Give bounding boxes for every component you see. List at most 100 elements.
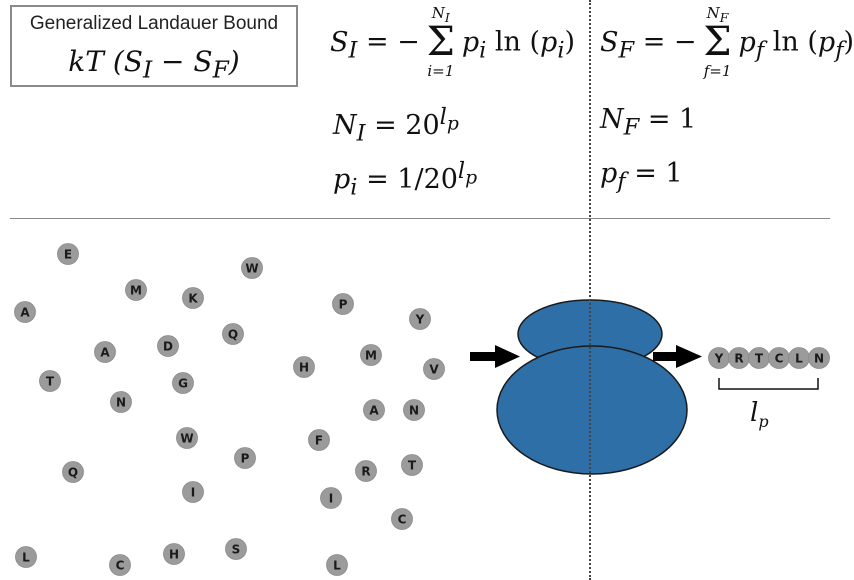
chain-length-label: lp <box>750 398 769 431</box>
free-residue: K <box>182 287 204 309</box>
residue-letter: Y <box>415 313 425 327</box>
residue-letter: N <box>116 396 126 410</box>
chain-residue: T <box>748 347 770 369</box>
residue-letter: T <box>408 459 417 473</box>
residue-letter: N <box>409 404 419 418</box>
free-amino-acids: E W M K P A Y Q D A M H V T G N A N W F P T Q R I I C S H L C L <box>14 243 445 576</box>
residue-letter: V <box>429 363 439 377</box>
free-residue: D <box>157 335 179 357</box>
residue-letter: L <box>333 559 341 573</box>
free-residue: A <box>363 399 385 421</box>
ribosome <box>496 299 688 475</box>
final-state-count-equation: NF = 1 <box>600 104 697 141</box>
chain-length-symbol: l <box>750 398 759 428</box>
free-residue: L <box>326 554 348 576</box>
residue-letter: P <box>339 298 348 312</box>
residue-letter: N <box>814 352 824 366</box>
landauer-bound-box: Generalized Landauer Bound kT (SI − SF) <box>10 5 298 87</box>
residue-letter: A <box>100 346 110 360</box>
free-residue: H <box>293 356 315 378</box>
free-residue: Y <box>409 308 431 330</box>
residue-letter: H <box>299 361 309 375</box>
free-residue: P <box>234 447 256 469</box>
free-residue: M <box>125 279 147 301</box>
residue-letter: K <box>188 292 198 306</box>
free-residue: M <box>360 344 382 366</box>
free-residue: E <box>57 243 79 265</box>
residue-letter: C <box>398 513 407 527</box>
chain-length-subscript: p <box>758 412 769 432</box>
residue-letter: T <box>755 352 764 366</box>
residue-letter: L <box>22 551 30 565</box>
initial-probability-equation: pi = 1/20lp <box>333 158 478 201</box>
residue-letter: W <box>245 262 258 276</box>
landauer-bound-formula: kT (SI − SF) <box>68 45 240 84</box>
residue-letter: F <box>315 434 323 448</box>
residue-letter: Q <box>228 328 238 342</box>
free-residue: G <box>172 372 194 394</box>
free-residue: V <box>423 358 445 380</box>
free-residue: R <box>355 460 377 482</box>
free-residue: A <box>14 301 36 323</box>
residue-letter: D <box>163 340 173 354</box>
free-residue: W <box>176 427 198 449</box>
residue-letter: I <box>191 486 195 500</box>
residue-letter: L <box>795 352 803 366</box>
residue-letter: E <box>64 248 72 262</box>
residue-letter: H <box>169 548 179 562</box>
free-residue: Q <box>222 323 244 345</box>
residue-letter: C <box>116 559 125 573</box>
chain-residue: L <box>788 347 810 369</box>
free-residue: N <box>403 399 425 421</box>
residue-letter: Q <box>68 466 78 480</box>
residue-letter: M <box>365 349 377 363</box>
ribosome-large-subunit <box>496 345 688 475</box>
free-residue: H <box>163 543 185 565</box>
free-residue: I <box>182 481 204 503</box>
free-residue: T <box>39 370 61 392</box>
free-residue: A <box>94 341 116 363</box>
residue-letter: R <box>361 465 370 479</box>
chain-residue: R <box>728 347 750 369</box>
residue-letter: S <box>232 543 241 557</box>
residue-letter: C <box>775 352 784 366</box>
final-probability-equation: pf = 1 <box>600 158 683 195</box>
free-residue: L <box>15 546 37 568</box>
center-divider <box>589 0 591 580</box>
residue-letter: Y <box>714 352 724 366</box>
residue-letter: T <box>46 375 55 389</box>
free-residue: N <box>110 391 132 413</box>
free-residue: P <box>332 293 354 315</box>
free-residue: I <box>320 487 342 509</box>
free-residue: C <box>109 554 131 576</box>
residue-letter: M <box>130 284 142 298</box>
residue-letter: A <box>369 404 379 418</box>
section-divider <box>10 218 830 219</box>
initial-state-count-equation: NI = 20lp <box>333 104 459 147</box>
residue-letter: A <box>20 306 30 320</box>
chain-residue: N <box>808 347 830 369</box>
free-residue: C <box>391 508 413 530</box>
landauer-bound-title: Generalized Landauer Bound <box>29 13 279 34</box>
residue-letter: R <box>734 352 743 366</box>
chain-length-bracket <box>718 378 819 390</box>
input-arrow <box>470 345 520 368</box>
free-residue: S <box>225 538 247 560</box>
chain-residue: C <box>768 347 790 369</box>
residue-letter: G <box>178 377 188 391</box>
residue-letter: P <box>241 452 250 466</box>
free-residue: T <box>401 454 423 476</box>
residue-letter: I <box>329 492 333 506</box>
output-arrow <box>653 345 702 368</box>
residue-letter: W <box>180 432 193 446</box>
chain-residue: Y <box>708 347 730 369</box>
free-residue: Q <box>62 461 84 483</box>
free-residue: F <box>308 429 330 451</box>
free-residue: W <box>241 257 263 279</box>
